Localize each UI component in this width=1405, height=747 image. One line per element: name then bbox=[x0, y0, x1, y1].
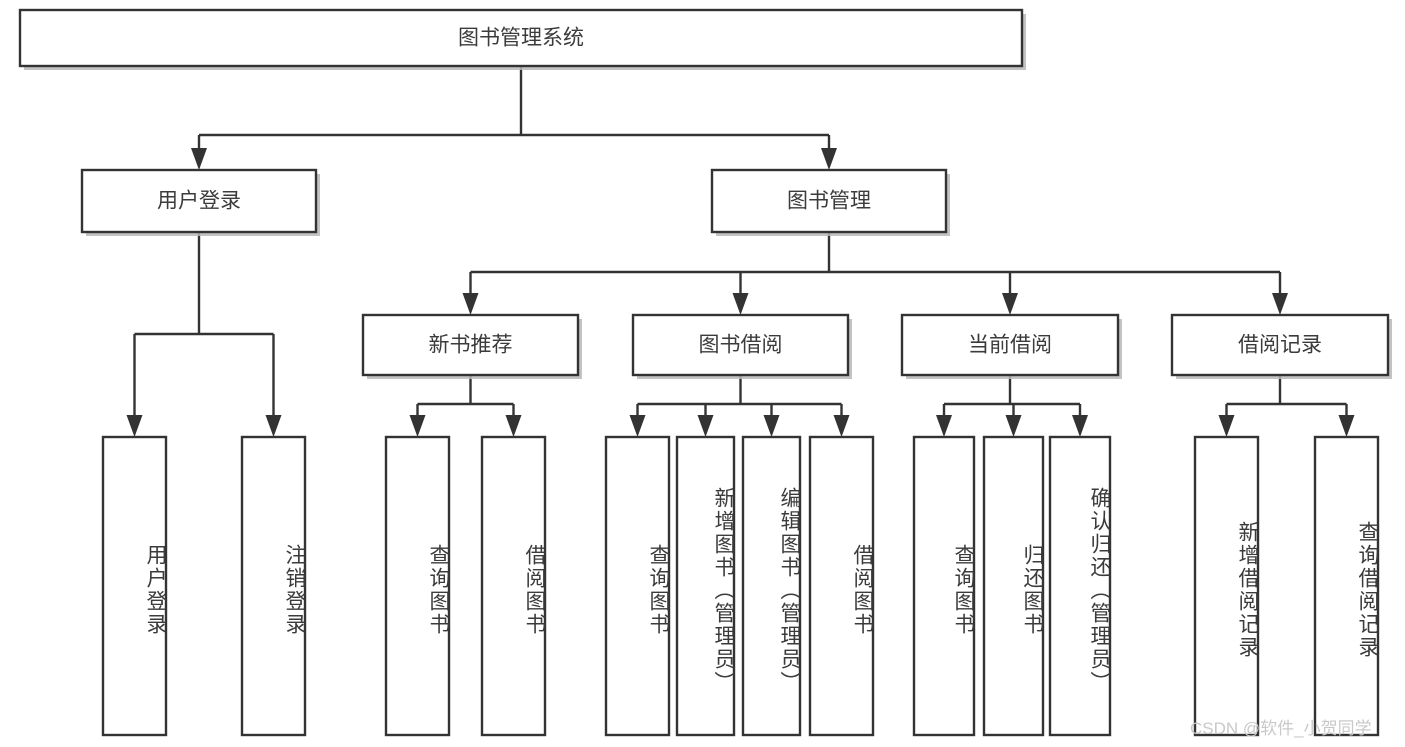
leaf-label-text-6: 编辑图书（管理员） bbox=[778, 486, 801, 694]
user-login-to-leaf-0-arrow-icon bbox=[126, 415, 143, 437]
leaf-label-text-11: 新增借阅记录 bbox=[1236, 521, 1259, 659]
group-1-to-leaf-2-arrow-icon bbox=[763, 415, 780, 437]
node-label-level2-1: 图书管理 bbox=[787, 190, 871, 213]
node-box-level3-2[interactable] bbox=[900, 313, 1120, 377]
group-1-to-leaf-1-arrow-icon bbox=[697, 415, 714, 437]
watermark-text: CSDN @软件_小贺同学 bbox=[1190, 719, 1372, 738]
group-3-to-leaf-1-arrow-icon bbox=[1338, 415, 1355, 437]
leaf-label-1: 注销登录 bbox=[242, 451, 306, 729]
node-box-level2-1[interactable] bbox=[710, 168, 948, 234]
leaf-box-1[interactable] bbox=[240, 435, 307, 737]
group-1-to-leaf-3-arrow-icon bbox=[833, 415, 850, 437]
leaf-label-text-5: 新增图书（管理员） bbox=[712, 486, 735, 694]
leaf-box-5[interactable] bbox=[675, 435, 736, 737]
leaf-label-3: 借阅图书 bbox=[482, 451, 546, 729]
leaf-label-7: 借阅图书 bbox=[810, 451, 874, 729]
connectors-layer bbox=[126, 66, 1355, 437]
leaf-box-6[interactable] bbox=[741, 435, 802, 737]
leaf-box-12[interactable] bbox=[1313, 435, 1380, 737]
group-2-to-leaf-1-arrow-icon bbox=[1005, 415, 1022, 437]
mgmt-to-level3-2-arrow-icon bbox=[1002, 293, 1018, 315]
leaf-box-9[interactable] bbox=[982, 435, 1045, 737]
leaf-label-text-7: 借阅图书 bbox=[851, 544, 874, 636]
leaf-label-text-4: 查询图书 bbox=[647, 544, 670, 636]
mgmt-to-level3-0-arrow-icon bbox=[462, 293, 479, 315]
leaf-box-0[interactable] bbox=[101, 435, 168, 737]
leaf-box-7[interactable] bbox=[808, 435, 875, 737]
node-label-level3-2: 当前借阅 bbox=[968, 334, 1052, 357]
leaf-box-2[interactable] bbox=[384, 435, 451, 737]
root-to-level2-0-arrow-icon bbox=[191, 148, 207, 170]
leaf-label-11: 新增借阅记录 bbox=[1195, 451, 1259, 729]
node-label-level3-0: 新书推荐 bbox=[429, 334, 513, 357]
leaf-label-text-10: 确认归还（管理员） bbox=[1088, 486, 1111, 694]
leaf-label-0: 用户登录 bbox=[103, 451, 167, 729]
node-box-root[interactable] bbox=[18, 8, 1024, 68]
node-label-level2-0: 用户登录 bbox=[157, 190, 241, 213]
leaf-label-9: 归还图书 bbox=[984, 451, 1044, 729]
leaf-box-11[interactable] bbox=[1193, 435, 1260, 737]
leaf-label-text-2: 查询图书 bbox=[427, 544, 450, 636]
leaf-label-10: 确认归还（管理员） bbox=[1050, 451, 1111, 729]
leaf-box-10[interactable] bbox=[1048, 435, 1112, 737]
group-2-to-leaf-2-arrow-icon bbox=[1072, 415, 1088, 437]
leaf-label-8: 查询图书 bbox=[914, 451, 975, 729]
group-2-to-leaf-0-arrow-icon bbox=[936, 415, 952, 437]
leaf-label-6: 编辑图书（管理员） bbox=[743, 451, 801, 729]
leaf-label-text-8: 查询图书 bbox=[952, 544, 975, 636]
boxes-layer bbox=[18, 8, 1392, 737]
leaf-label-text-9: 归还图书 bbox=[1021, 544, 1044, 636]
leaf-label-text-3: 借阅图书 bbox=[523, 544, 546, 636]
group-3-to-leaf-0-arrow-icon bbox=[1218, 415, 1235, 437]
mgmt-to-level3-1-arrow-icon bbox=[732, 293, 749, 315]
node-box-level3-1[interactable] bbox=[631, 313, 850, 377]
node-label-level3-1: 图书借阅 bbox=[699, 334, 783, 357]
group-0-to-leaf-1-arrow-icon bbox=[505, 415, 522, 437]
leaf-box-3[interactable] bbox=[480, 435, 547, 737]
leaf-box-4[interactable] bbox=[604, 435, 671, 737]
leaf-label-4: 查询图书 bbox=[606, 451, 670, 729]
group-0-to-leaf-0-arrow-icon bbox=[409, 415, 426, 437]
mgmt-to-level3-3-arrow-icon bbox=[1272, 293, 1288, 315]
node-box-level2-0[interactable] bbox=[80, 168, 318, 234]
group-1-to-leaf-0-arrow-icon bbox=[629, 415, 646, 437]
leaf-label-text-1: 注销登录 bbox=[283, 544, 306, 636]
node-box-level3-0[interactable] bbox=[361, 313, 580, 377]
user-login-to-leaf-1-arrow-icon bbox=[265, 415, 282, 437]
leaf-box-8[interactable] bbox=[912, 435, 976, 737]
node-label-level3-3: 借阅记录 bbox=[1238, 334, 1322, 357]
leaf-label-12: 查询借阅记录 bbox=[1315, 451, 1379, 729]
node-label-root: 图书管理系统 bbox=[458, 27, 584, 50]
root-to-level2-1-arrow-icon bbox=[821, 148, 837, 170]
leaf-label-2: 查询图书 bbox=[386, 451, 450, 729]
leaf-label-text-12: 查询借阅记录 bbox=[1356, 521, 1379, 659]
leaf-label-text-0: 用户登录 bbox=[144, 544, 167, 636]
leaf-label-5: 新增图书（管理员） bbox=[677, 451, 735, 729]
node-box-level3-3[interactable] bbox=[1170, 313, 1390, 377]
